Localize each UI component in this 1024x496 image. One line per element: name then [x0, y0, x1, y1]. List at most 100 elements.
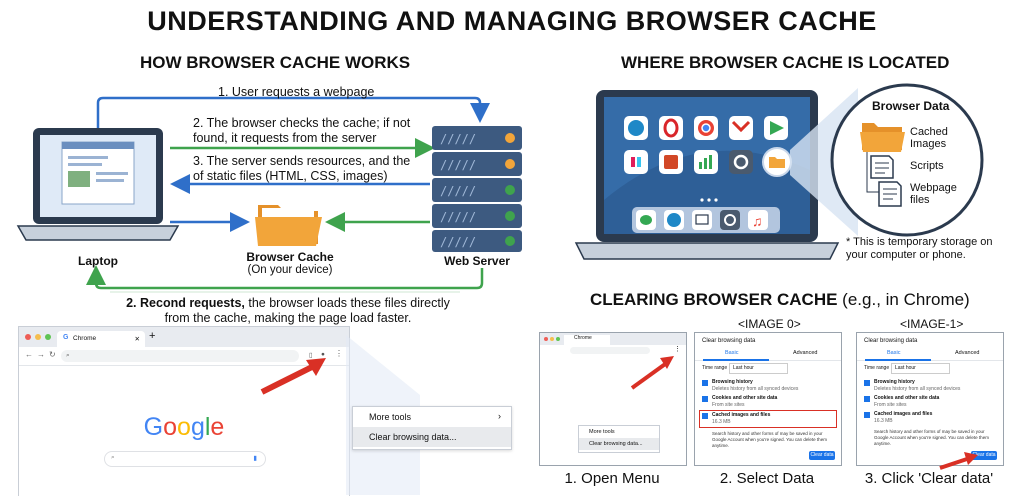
checkbox-cache-3[interactable] [864, 412, 870, 418]
laptop-label: Laptop [78, 254, 118, 268]
back-icon[interactable]: ← [25, 350, 33, 359]
browser-data-title: Browser Data [872, 99, 950, 113]
option-cookies-desc-2: From site sites [712, 402, 745, 408]
tab-advanced-2[interactable]: Advanced [793, 350, 818, 356]
tab-advanced-3[interactable]: Advanced [955, 350, 980, 356]
webpage-files-label: Webpage files [910, 182, 957, 206]
menu-item-clear-browsing[interactable]: Clear browsing data... [353, 427, 511, 447]
reload-icon[interactable]: ↻ [49, 350, 56, 359]
tab-close-icon[interactable]: ✕ [134, 336, 140, 343]
menu-item-more-tools-label: More tools [369, 412, 412, 422]
menu-kebab-icon[interactable]: ⋮ [335, 349, 343, 358]
scripts-label: Scripts [910, 160, 944, 172]
option-history-title-3: Browsing history [874, 379, 915, 385]
time-range-label-2: Time range [702, 365, 728, 371]
time-range-select-3[interactable]: Last hour [891, 363, 950, 374]
page-title: UNDERSTANDING AND MANAGING BROWSER CACHE [147, 6, 877, 36]
checkbox-history-3[interactable] [864, 380, 870, 386]
slack-app-icon [624, 150, 648, 174]
svg-text://///: ///// [440, 158, 476, 172]
step-2-text: 2. The browser checks the cache; if not … [193, 116, 411, 145]
cached-images-label: Cached Images [910, 126, 948, 150]
tab-underline-3 [865, 359, 931, 361]
browser-toolbar: ← → ↻ ⌕ ▯ ● ⋮ [19, 347, 349, 366]
menu-item-more-tools[interactable]: More tools › [353, 407, 511, 427]
clearing-heading: CLEARING BROWSER CACHE (e.g., in Chrome) [590, 290, 970, 310]
tab-favicon-icon: G [63, 334, 69, 341]
dialog-tabs-3: Basic Advanced [857, 348, 1003, 361]
mail-dock-icon [692, 210, 712, 230]
time-range-row-2: Time range Last hour [695, 361, 841, 375]
image0-label: <IMAGE 0> [738, 317, 801, 331]
folder-icon [255, 205, 322, 246]
new-tab-icon[interactable]: + [149, 330, 156, 342]
mini-tab-title: Chrome [574, 335, 592, 341]
dialog-footer-2: Search history and other forms of may be… [712, 431, 827, 448]
mini-kebab-icon: ⋮ [674, 346, 681, 353]
cache-sublabel: (On your device) [247, 264, 333, 276]
browser-tab[interactable]: G Chrome ✕ [57, 331, 145, 347]
context-menu: More tools › Clear browsing data... [352, 406, 512, 450]
tab-basic-3[interactable]: Basic [887, 350, 901, 356]
option-history-3[interactable]: Browsing history Deletes history from al… [857, 378, 1003, 394]
tab-basic-2[interactable]: Basic [725, 350, 739, 356]
forward-icon[interactable]: → [37, 350, 45, 359]
option-cookies-2[interactable]: Cookies and other site data From site si… [695, 394, 841, 410]
mini-max-dot [556, 337, 560, 341]
mic-icon[interactable]: ▮ [253, 455, 257, 462]
option-cache-3[interactable]: Cached images and files 16.3 MB [857, 410, 1003, 426]
maximize-dot[interactable] [45, 334, 51, 340]
checkbox-cookies-3[interactable] [864, 396, 870, 402]
step-1-text: 1. User requests a webpage [218, 85, 375, 99]
settings-app-icon [729, 150, 753, 174]
option-cookies-desc-3: From site sites [874, 402, 907, 408]
option-cookies-title-2: Cookies and other site data [712, 395, 778, 401]
option-cache-title-3: Cached images and files [874, 411, 933, 417]
google-search-box[interactable]: ⌕ ▮ [104, 451, 266, 467]
server-label: Web Server [444, 254, 510, 268]
clearing-heading-bold: CLEARING BROWSER CACHE [590, 290, 838, 309]
step-4-bold: 2. Recond requests, [126, 296, 245, 310]
clear-data-button-2[interactable]: Clear data [809, 451, 835, 460]
minimize-dot[interactable] [35, 334, 41, 340]
tab-underline-2 [703, 359, 769, 361]
caption-click-clear: 3. Click 'Clear data' [864, 470, 994, 487]
step1-screenshot: Chrome ⋮ More tools Clear browsing data.… [539, 332, 687, 466]
svg-text://///: ///// [440, 210, 476, 224]
tab-title: Chrome [73, 335, 97, 342]
mini-tabbar: Chrome [540, 333, 686, 345]
mini-address-bar [570, 347, 650, 354]
chevron-right-icon: › [498, 411, 501, 421]
option-cache-desc-3: 16.3 MB [874, 418, 893, 424]
mini-min-dot [550, 337, 554, 341]
dialog-title-2: Clear browsing data [702, 338, 756, 344]
caption-select-data: 2. Select Data [719, 470, 815, 487]
image1-label: <IMAGE-1> [900, 317, 964, 331]
mini-menu: More tools Clear browsing data... [578, 425, 660, 453]
address-bar[interactable]: ⌕ [61, 350, 299, 362]
browser-data-circle [830, 83, 984, 237]
settings-dock-icon [720, 210, 740, 230]
option-cache-desc-2: 16.3 MB [712, 419, 731, 425]
checkbox-cache-2[interactable] [702, 413, 708, 419]
svg-text://///: ///// [440, 184, 476, 198]
checkbox-history-2[interactable] [702, 380, 708, 386]
step3-screenshot: Clear browsing data Basic Advanced Time … [856, 332, 1004, 466]
option-cache-2[interactable]: Cached images and files 16.3 MB [699, 410, 837, 428]
checkbox-cookies-2[interactable] [702, 396, 708, 402]
option-history-2[interactable]: Browsing history Deletes history from al… [695, 378, 841, 394]
option-history-desc-3: Deletes history from all synced devices [874, 386, 961, 392]
clear-data-button-3[interactable]: Clear data [971, 451, 997, 460]
option-cookies-3[interactable]: Cookies and other site data From site si… [857, 394, 1003, 410]
step-4-rest: the browser loads these files directly f… [164, 296, 450, 325]
how-heading: HOW BROWSER CACHE WORKS [140, 53, 411, 72]
profile-icon[interactable]: ● [321, 351, 325, 358]
option-history-desc-2: Deletes history from all synced devices [712, 386, 799, 392]
storage-note: * This is temporary storage on your comp… [846, 236, 993, 261]
close-dot[interactable] [25, 334, 31, 340]
search-box-icon: ⌕ [111, 454, 115, 461]
svg-text://///: ///// [440, 132, 476, 146]
extensions-icon[interactable]: ▯ [309, 352, 313, 359]
time-range-select-2[interactable]: Last hour [729, 363, 788, 374]
